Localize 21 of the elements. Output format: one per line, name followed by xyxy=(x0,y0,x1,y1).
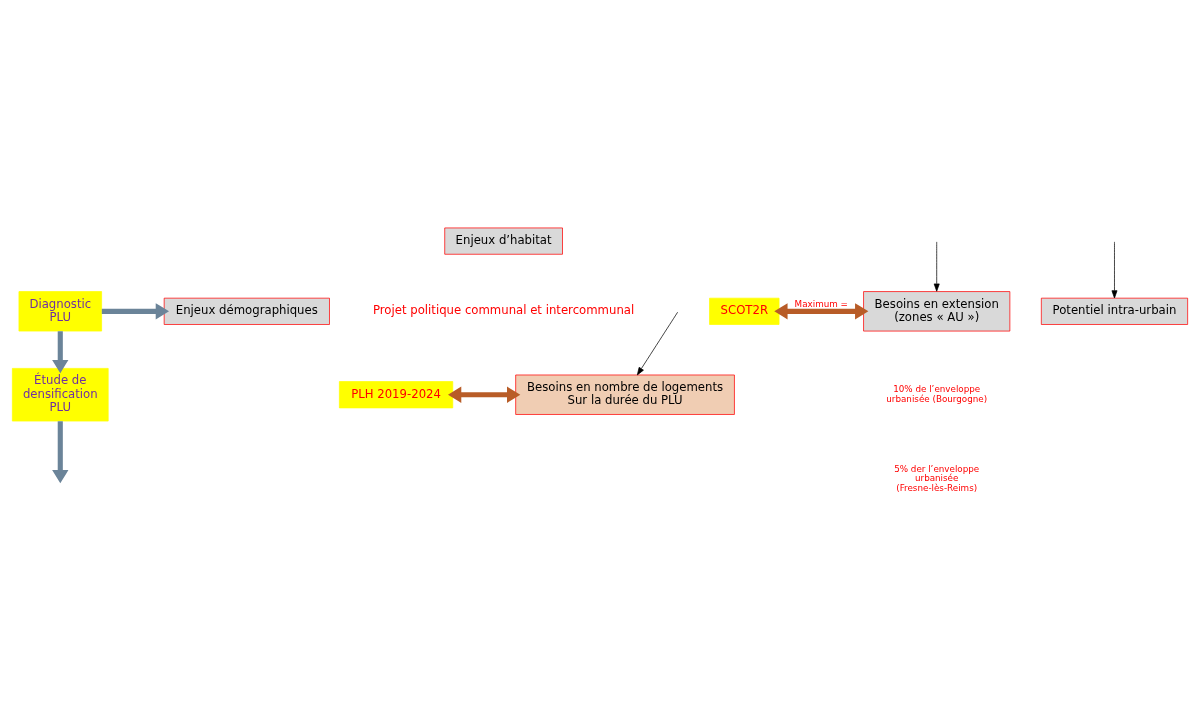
node-box: Étude de densification PLU xyxy=(12,367,109,421)
arrow xyxy=(933,241,940,292)
arrow xyxy=(1111,241,1118,298)
node-box: Besoins en extension (zones « AU ») xyxy=(863,290,1011,331)
node-box: Potentiel intra-urbain xyxy=(1040,297,1188,325)
node-box: Diagnostic PLU xyxy=(18,290,102,331)
node-box: PLH 2019-2024 xyxy=(339,380,454,408)
arrow xyxy=(636,311,679,375)
arrow xyxy=(447,386,521,403)
node-box: Enjeux démographiques xyxy=(163,297,330,325)
node-box: Besoins en nombre de logements Sur la durée du PLU xyxy=(515,374,735,415)
arrow xyxy=(52,420,69,483)
label: 10% de l’enveloppe urbanisée (Bourgogne) xyxy=(886,383,988,404)
node-box: Enjeux d’habitat xyxy=(444,227,563,255)
label: Projet politique communal et intercommunal xyxy=(373,302,635,317)
arrow xyxy=(101,302,170,319)
node-box: SCOT2R xyxy=(709,297,780,325)
edge-label: Maximum = xyxy=(794,298,848,309)
label: 5% der l’enveloppe urbanisée (Fresne-lès-Reims) xyxy=(894,463,980,493)
arrow xyxy=(52,330,69,373)
arrow xyxy=(774,302,869,319)
